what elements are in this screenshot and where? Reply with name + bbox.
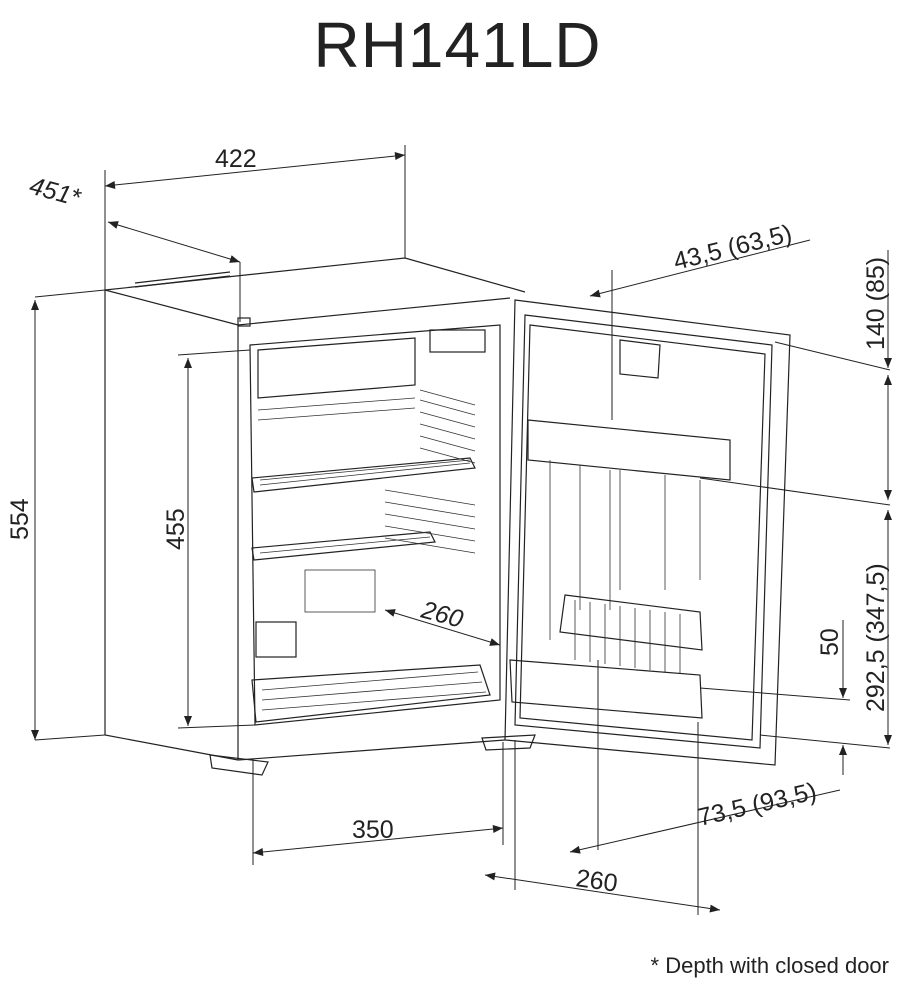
cabinet-interior	[249, 324, 501, 726]
dim-bottom-offset: 73,5 (93,5)	[695, 777, 819, 831]
dim-bottom-bin: 50	[816, 628, 844, 656]
dim-height: 554	[6, 498, 34, 540]
footnote: * Depth with closed door	[650, 953, 889, 978]
dim-inner-width: 350	[352, 816, 394, 844]
shelf-upper	[259, 459, 471, 486]
door	[504, 299, 791, 766]
dim-width: 422	[215, 145, 257, 173]
dim-door-depth: 260	[574, 864, 619, 898]
dim-top-shelf: 140 (85)	[862, 257, 890, 350]
dim-inner-depth: 260	[417, 595, 466, 633]
dimension-lines	[31, 145, 892, 915]
dim-top-offset: 43,5 (63,5)	[671, 219, 795, 275]
dim-lower-shelf: 292,5 (347,5)	[862, 563, 890, 712]
dim-inner-height: 455	[162, 508, 190, 550]
dim-depth-closed: 451*	[26, 172, 84, 213]
model-title: RH141LD	[313, 9, 602, 81]
